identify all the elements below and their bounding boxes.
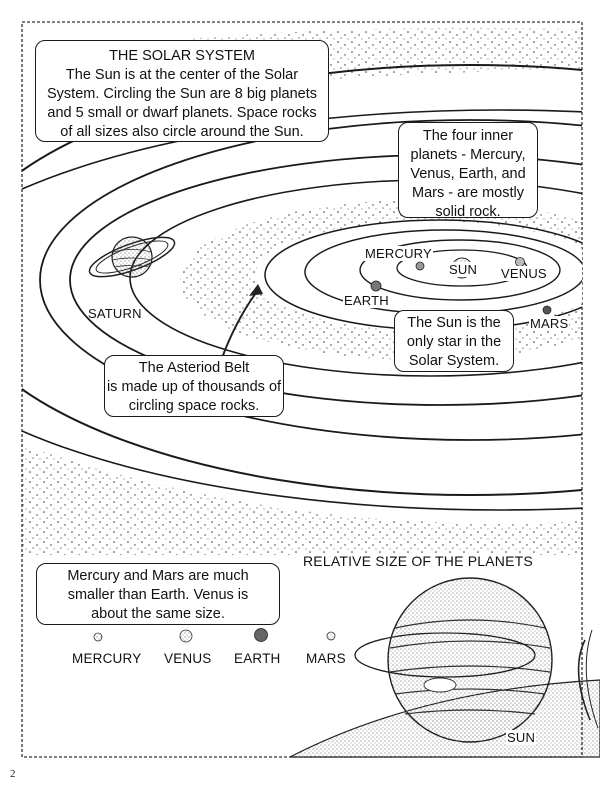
- intro-box: THE SOLAR SYSTEM The Sun is at the cente…: [35, 40, 329, 142]
- sun-size-label: SUN: [506, 730, 537, 745]
- sun-note-box: The Sun is the only star in the Solar Sy…: [394, 310, 514, 372]
- orbit-uranus: [39, 119, 582, 441]
- page-number: 2: [10, 768, 16, 780]
- relative-size-note-box: Mercury and Mars are much smaller than E…: [36, 563, 280, 625]
- mercury-label: MERCURY: [364, 246, 433, 261]
- intro-line: of all sizes also circle around the Sun.: [60, 124, 304, 140]
- intro-line: and 5 small or dwarf planets. Space rock…: [47, 105, 317, 121]
- intro-line: System. Circling the Sun are 8 big plane…: [47, 86, 317, 102]
- relative-size-note-line: smaller than Earth. Venus is: [67, 587, 249, 603]
- mercury-dot: [415, 261, 425, 271]
- venus-size-icon: [179, 629, 193, 643]
- sun-note-line: only star in the: [406, 334, 502, 350]
- inner-planets-line: planets - Mercury,: [410, 147, 526, 163]
- earth-size-icon: [254, 628, 268, 642]
- inner-planets-box: The four inner planets - Mercury, Venus,…: [398, 122, 538, 220]
- relative-size-heading: RELATIVE SIZE OF THE PLANETS: [302, 553, 534, 569]
- inner-planets-line: solid rock.: [435, 204, 501, 220]
- planet-size-label: VENUS: [164, 651, 212, 666]
- relative-size-note-line: about the same size.: [91, 606, 225, 622]
- jupiter-drawing: [354, 577, 553, 743]
- orbit-venus: [359, 239, 561, 301]
- planet-size-label: MARS: [306, 651, 346, 666]
- sun-note-line: Solar System.: [408, 353, 500, 369]
- mercury-size-icon: [93, 632, 103, 642]
- inner-planets-line: Mars - are mostly: [412, 185, 524, 201]
- relative-size-note-line: Mercury and Mars are much: [67, 568, 249, 584]
- mars-size-icon: [326, 631, 336, 641]
- intro-title: THE SOLAR SYSTEM: [109, 48, 255, 64]
- asteroid-note-box: The Asteriod Belt is made up of thousand…: [104, 355, 284, 417]
- inner-planets-line: The four inner: [422, 128, 514, 144]
- asteroid-note-line: The Asteriod Belt: [138, 360, 250, 376]
- saturn-edge: [577, 639, 591, 721]
- asteroid-arrow-head: [249, 284, 263, 296]
- inner-planets-line: Venus, Earth, and: [410, 166, 526, 182]
- asteroid-note-line: is made up of thousands of: [106, 379, 282, 395]
- mars-label: MARS: [529, 316, 570, 331]
- planet-size-label: MERCURY: [72, 651, 142, 666]
- saturn-edge-ring: [585, 629, 599, 729]
- intro-line: The Sun is at the center of the Solar: [65, 67, 299, 83]
- earth-dot: [370, 280, 382, 292]
- earth-label: EARTH: [343, 293, 390, 308]
- sun-label: SUN: [448, 262, 479, 277]
- planet-size-label: EARTH: [234, 651, 281, 666]
- sun-note-line: The Sun is the: [407, 315, 501, 331]
- mars-dot: [542, 305, 552, 315]
- asteroid-arrow: [221, 289, 259, 359]
- orbit-neptune: [22, 64, 582, 496]
- saturn-label: SATURN: [88, 306, 142, 321]
- saturn-drawing: [88, 236, 176, 278]
- lower-space-speckles: [22, 445, 582, 555]
- venus-label: VENUS: [500, 266, 548, 281]
- asteroid-note-line: circling space rocks.: [128, 398, 260, 414]
